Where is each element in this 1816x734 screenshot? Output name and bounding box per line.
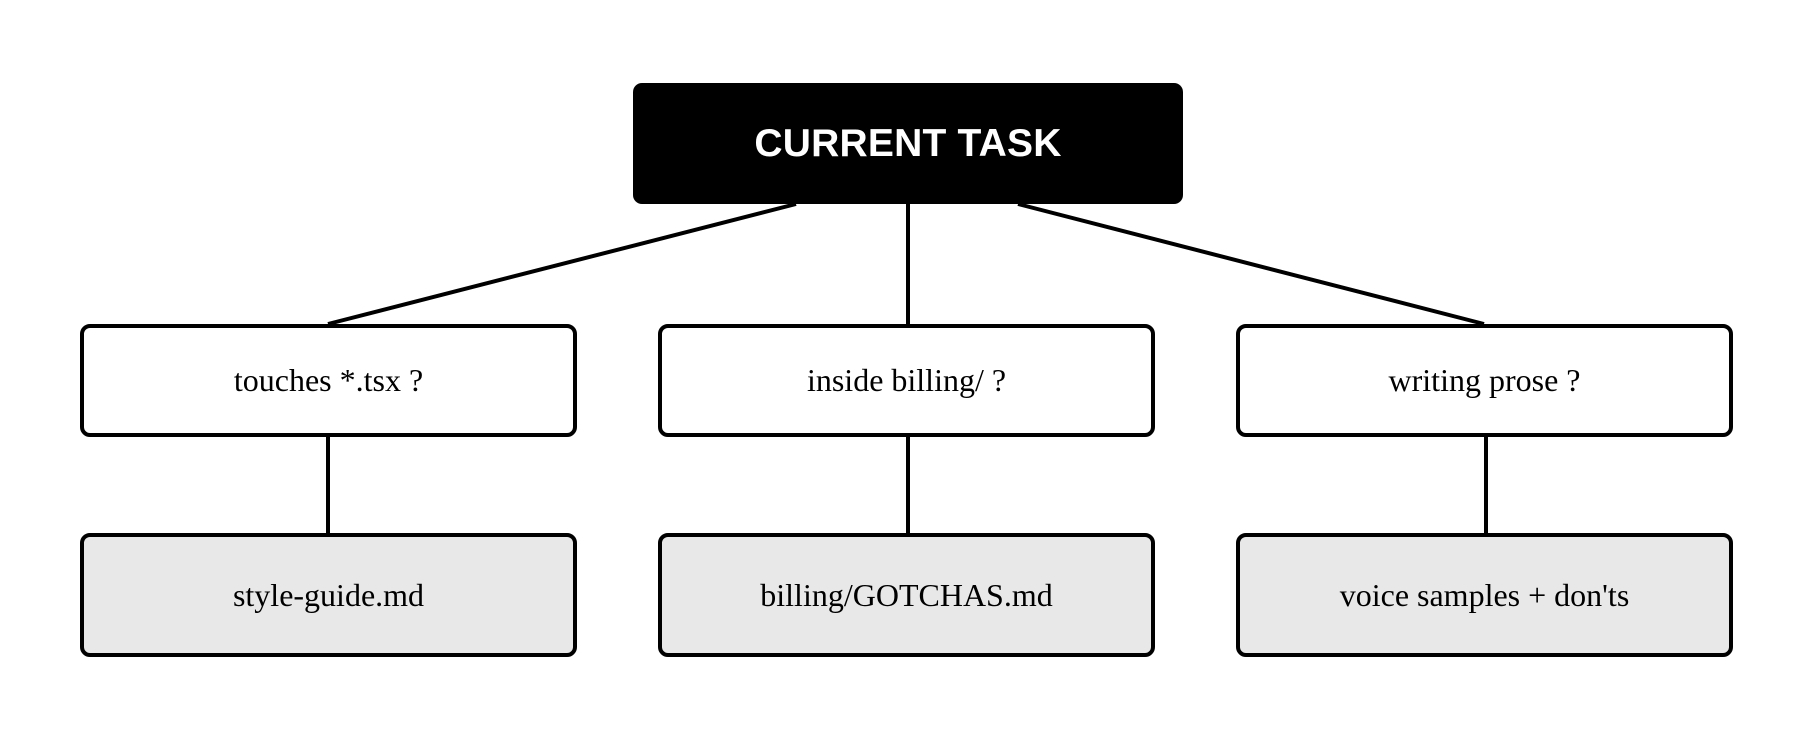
condition-node-prose: writing prose ?: [1236, 324, 1733, 437]
result-node-label: style-guide.md: [232, 576, 425, 613]
connector-root-to-condition-1: [327, 202, 797, 326]
result-node-voice-samples: voice samples + don'ts: [1236, 533, 1733, 657]
root-node-label: CURRENT TASK: [754, 121, 1062, 165]
result-node-label: voice samples + don'ts: [1339, 576, 1630, 613]
condition-node-label: inside billing/ ?: [806, 362, 1007, 398]
condition-node-label: touches *.tsx ?: [233, 362, 424, 398]
result-node-style-guide: style-guide.md: [80, 533, 577, 657]
condition-node-label: writing prose ?: [1388, 362, 1581, 398]
condition-node-tsx: touches *.tsx ?: [80, 324, 577, 437]
connector-root-to-condition-3: [1017, 202, 1485, 326]
result-node-billing-gotchas: billing/GOTCHAS.md: [658, 533, 1155, 657]
root-node-current-task: CURRENT TASK: [633, 83, 1183, 204]
result-node-label: billing/GOTCHAS.md: [760, 576, 1053, 613]
condition-node-billing: inside billing/ ?: [658, 324, 1155, 437]
